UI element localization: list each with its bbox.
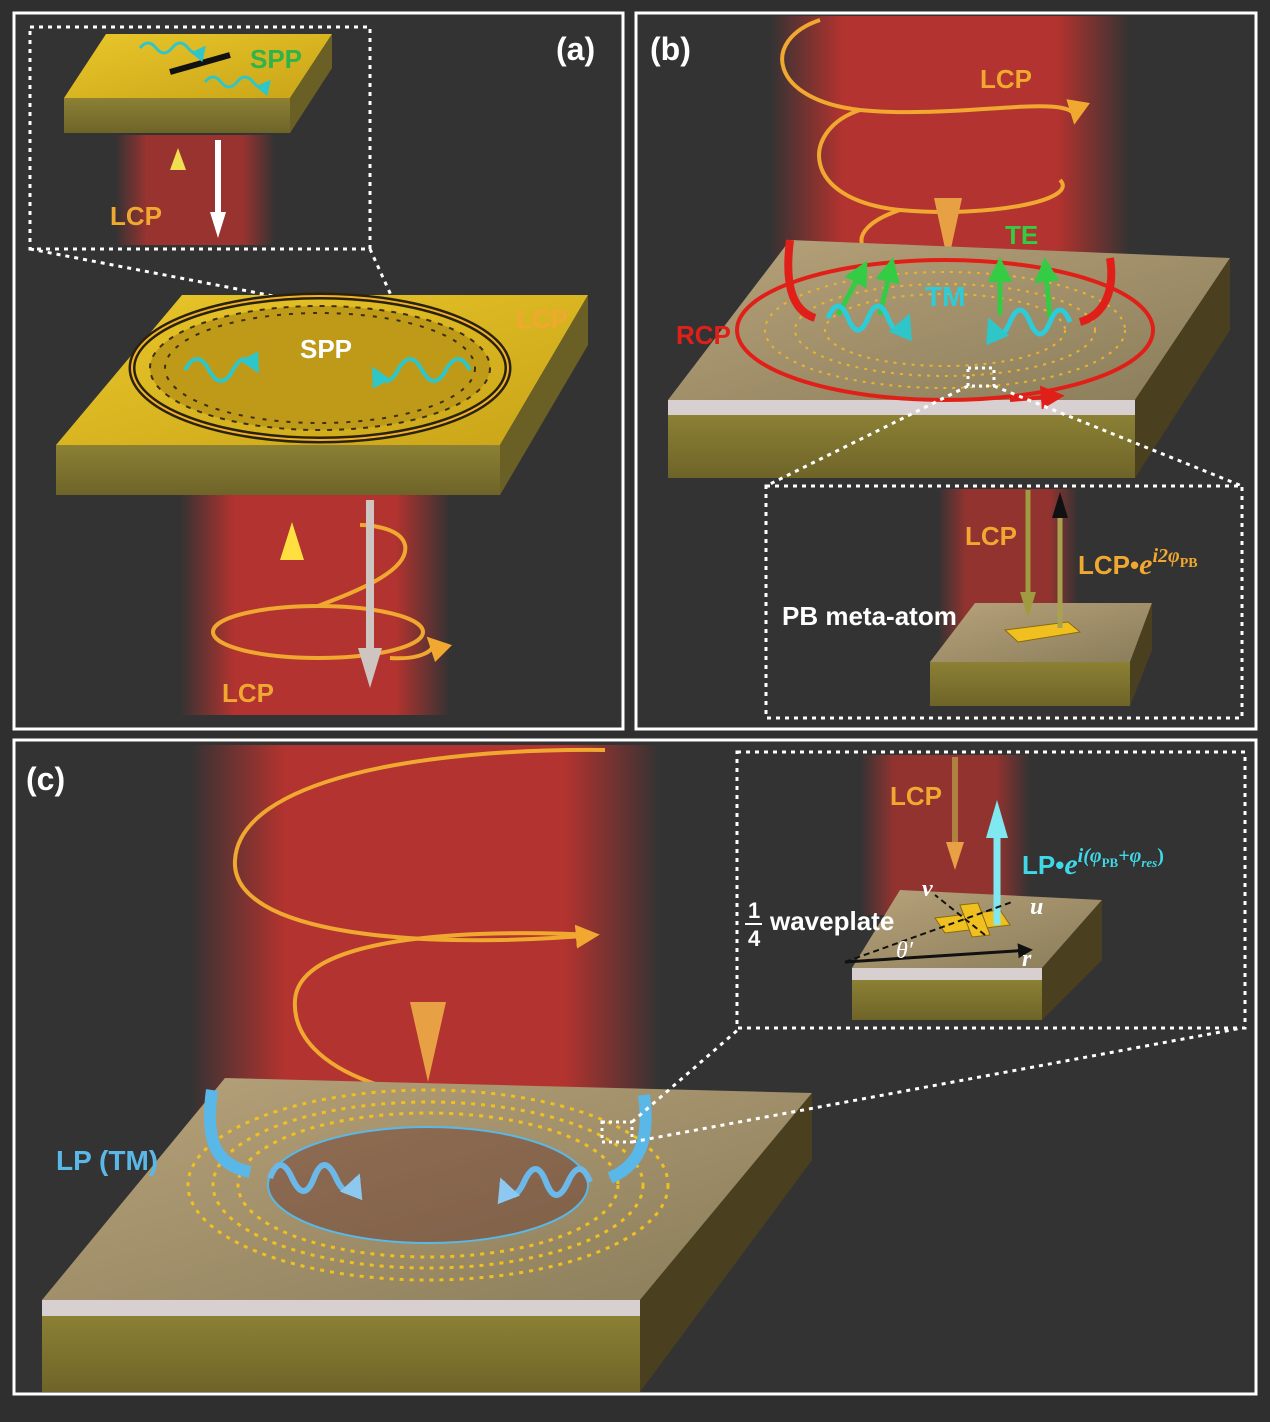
tm-wave-left bbox=[825, 303, 912, 342]
rcp-label: RCP bbox=[676, 320, 731, 350]
zoom-box bbox=[600, 1120, 634, 1144]
r-axis bbox=[844, 943, 1033, 964]
panel-c: (c) LP (TM) bbox=[12, 738, 1258, 1396]
spp-wave-in-right bbox=[372, 357, 472, 389]
inset-atom-label: PB meta-atom bbox=[782, 601, 957, 631]
inset-lcp-label: LCP bbox=[965, 521, 1017, 551]
slit bbox=[169, 52, 231, 75]
panel-b: (b) LCP TE TM RCP bbox=[634, 11, 1258, 731]
v-axis bbox=[934, 894, 986, 936]
spp-wave-right bbox=[203, 75, 271, 97]
inset-output-label: LCP•ei2φPB bbox=[1078, 545, 1198, 581]
spp-wave-left bbox=[138, 41, 206, 63]
r-label: r bbox=[1022, 946, 1032, 972]
tm-wave-right bbox=[986, 307, 1073, 346]
lcp-top-label: LCP bbox=[980, 64, 1032, 94]
panel-a: SPP LCP (a) SPP LCP LCP bbox=[12, 11, 625, 731]
inset-output-label: LP•ei(φPB+φres) bbox=[1022, 845, 1164, 881]
spp-wave-in-left bbox=[183, 351, 259, 383]
frac-numerator: 1 bbox=[748, 898, 760, 923]
waveplate-label: waveplate bbox=[769, 906, 894, 936]
angle-label: θ′ bbox=[896, 938, 914, 964]
v-label: v bbox=[922, 876, 933, 902]
spp-center-label: SPP bbox=[300, 334, 352, 364]
inset-lcp-label: LCP bbox=[110, 201, 162, 231]
tm-label: TM bbox=[925, 281, 965, 312]
panel-b-tag: (b) bbox=[650, 31, 691, 67]
frac-denominator: 4 bbox=[748, 926, 761, 951]
lcp-in-arrow bbox=[1020, 592, 1036, 618]
inset-frame bbox=[28, 25, 372, 251]
lcp-bottom-label: LCP bbox=[222, 678, 274, 708]
lp-tm-label: LP (TM) bbox=[56, 1145, 158, 1176]
zoom-box bbox=[966, 366, 996, 388]
focus-ring bbox=[267, 1126, 589, 1244]
lcp-in-arrow bbox=[946, 842, 964, 870]
lp-out-arrow bbox=[986, 800, 1008, 838]
laser-beam bbox=[180, 480, 450, 715]
inset-lcp-label: LCP bbox=[890, 781, 942, 811]
te-label: TE bbox=[1005, 220, 1038, 250]
lp-wave-left bbox=[267, 1162, 363, 1201]
u-label: u bbox=[1030, 894, 1043, 920]
rcp-ring bbox=[735, 258, 1155, 402]
lcp-ring-label: LCP bbox=[516, 304, 568, 334]
panel-a-tag: (a) bbox=[556, 31, 595, 67]
panel-c-tag: (c) bbox=[26, 761, 65, 797]
lcp-out-arrow bbox=[1052, 492, 1068, 518]
lcp-helix bbox=[389, 636, 453, 663]
lp-wave-right bbox=[497, 1166, 593, 1205]
substrate bbox=[42, 1078, 812, 1300]
inset-spp-label: SPP bbox=[250, 44, 302, 74]
